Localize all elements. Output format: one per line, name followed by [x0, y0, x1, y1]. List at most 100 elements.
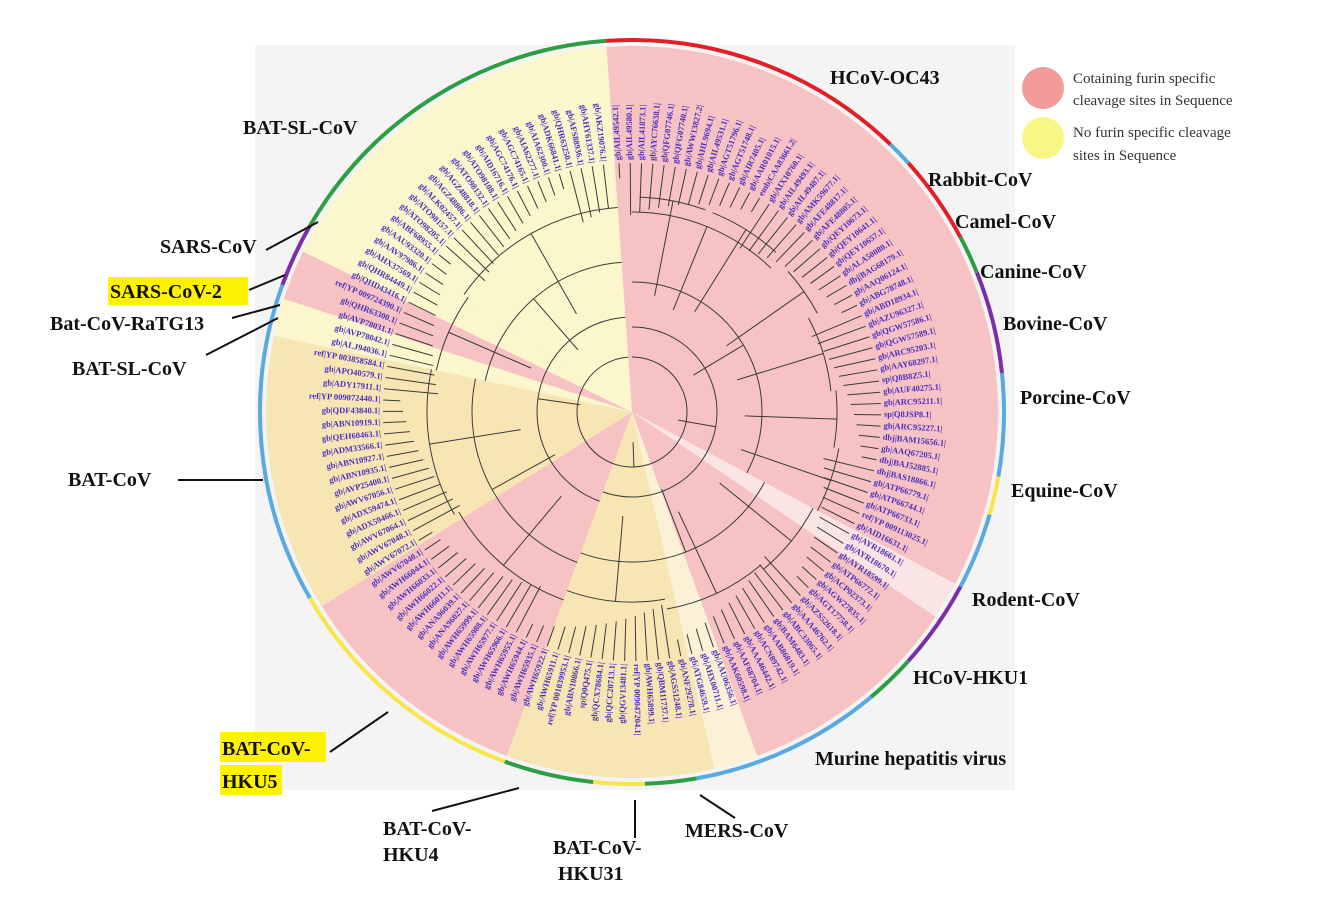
terminal-branch: [823, 458, 875, 472]
terminal-branch: [387, 365, 435, 376]
clade-sectors: [266, 45, 998, 778]
terminal-branch: [395, 333, 433, 347]
clade-ring-7: [958, 513, 992, 588]
terminal-branch: [639, 163, 643, 213]
internal-branch: [677, 419, 716, 428]
leader-sars-cov-2: [248, 274, 286, 291]
legend-text-no-furin-line2: sites in Sequence: [1073, 148, 1177, 164]
sector-7: [321, 412, 632, 756]
terminal-branch: [515, 586, 541, 633]
terminal-branch: [537, 181, 547, 203]
terminal-branch: [392, 343, 433, 357]
internal-node-arc: [576, 356, 688, 468]
terminal-branch: [754, 572, 784, 611]
legend-swatch-furin: [1022, 67, 1064, 109]
terminal-branch: [719, 182, 730, 207]
terminal-branch: [419, 281, 441, 296]
terminal-branch: [806, 556, 824, 572]
sector-11: [303, 207, 632, 412]
leaf-label: gb|AIL49542.1|: [610, 105, 623, 161]
terminal-branch: [735, 595, 756, 629]
clade-label-mers-cov: MERS-CoV: [685, 820, 789, 842]
clade-label-bat-cov-ratg13: Bat-CoV-RaTG13: [50, 313, 204, 335]
clade-label-bat-cov: BAT-CoV: [68, 469, 152, 491]
clade-label-porcine-cov: Porcine-CoV: [1020, 387, 1131, 409]
terminal-branch: [816, 526, 844, 544]
terminal-branch: [384, 388, 438, 395]
terminal-branch: [403, 311, 435, 327]
terminal-branch: [843, 380, 880, 386]
leaf-label: gb|ABN10919.1|: [322, 417, 381, 429]
clade-label-camel-cov: Camel-CoV: [955, 211, 1057, 233]
internal-branch: [654, 200, 674, 297]
terminal-branch: [686, 634, 693, 654]
terminal-branch: [425, 272, 444, 286]
clade-ring-11: [644, 776, 697, 786]
terminal-branch: [834, 294, 853, 306]
terminal-branch: [822, 496, 860, 514]
terminal-branch: [385, 377, 436, 386]
sector-12: [328, 46, 632, 413]
clade-ring-13: [504, 759, 594, 784]
terminal-branch: [389, 459, 424, 468]
internal-branch: [537, 398, 581, 406]
terminal-branch: [580, 168, 592, 218]
terminal-branch: [590, 624, 597, 658]
terminal-branch: [828, 347, 873, 360]
internal-branch: [503, 495, 562, 566]
terminal-branch: [452, 563, 476, 586]
terminal-branch: [461, 229, 494, 264]
sector-0: [606, 45, 998, 584]
terminal-branch: [676, 639, 682, 657]
clade-ring-3: [958, 236, 979, 274]
sector-9: [273, 298, 632, 412]
terminal-branch: [823, 467, 872, 483]
terminal-branch: [729, 187, 741, 208]
terminal-branch: [536, 625, 545, 643]
terminal-branch: [486, 579, 513, 615]
clade-ring-4: [975, 271, 1004, 374]
clade-label-bat-cov-hku5-line2: HKU5: [222, 771, 278, 793]
terminal-branch: [383, 399, 401, 402]
sector-2: [632, 412, 936, 705]
terminal-branch: [579, 626, 587, 656]
terminal-branch: [445, 557, 467, 578]
terminal-branch: [383, 431, 410, 435]
terminal-branch: [516, 190, 531, 217]
terminal-branch: [568, 626, 577, 653]
terminal-branch: [652, 608, 659, 660]
terminal-branch: [698, 174, 709, 205]
terminal-branch: [858, 434, 880, 438]
terminal-branch: [612, 621, 617, 661]
sector-5: [612, 412, 715, 778]
terminal-branch: [861, 456, 877, 461]
internal-branch: [491, 454, 556, 491]
clade-ring-9: [869, 659, 910, 699]
internal-branch: [693, 344, 744, 376]
leaf-label: gb|QCC20713.1|: [603, 663, 617, 723]
terminal-branch: [750, 197, 760, 213]
terminal-branch: [403, 491, 447, 511]
clade-label-hcov-oc43: HCoV-OC43: [830, 67, 940, 89]
clade-ring-12: [592, 779, 646, 786]
internal-branch: [694, 229, 747, 312]
terminal-branch: [757, 217, 788, 255]
terminal-branch: [748, 580, 775, 617]
internal-branch: [661, 488, 687, 553]
tree-branches: [382, 163, 881, 661]
clade-labels: HCoV-OC43 Rabbit-CoV Camel-CoV Canine-Co…: [50, 67, 1131, 885]
legend-text-furin-line1: Cotaining furin specific: [1073, 71, 1216, 87]
terminal-branch: [742, 587, 765, 624]
terminal-branch: [784, 240, 813, 267]
clade-label-hcov-hku1: HCoV-HKU1: [913, 667, 1028, 689]
terminal-branch: [728, 602, 746, 635]
sector-1: [632, 412, 956, 617]
clade-ring-0: [605, 38, 892, 146]
terminal-branch: [591, 166, 601, 213]
leader-lines: [178, 221, 736, 838]
clade-label-rabbit-cov: Rabbit-CoV: [928, 169, 1033, 191]
terminal-branch: [525, 623, 534, 638]
terminal-branch: [841, 304, 858, 314]
terminal-branch: [810, 266, 835, 284]
